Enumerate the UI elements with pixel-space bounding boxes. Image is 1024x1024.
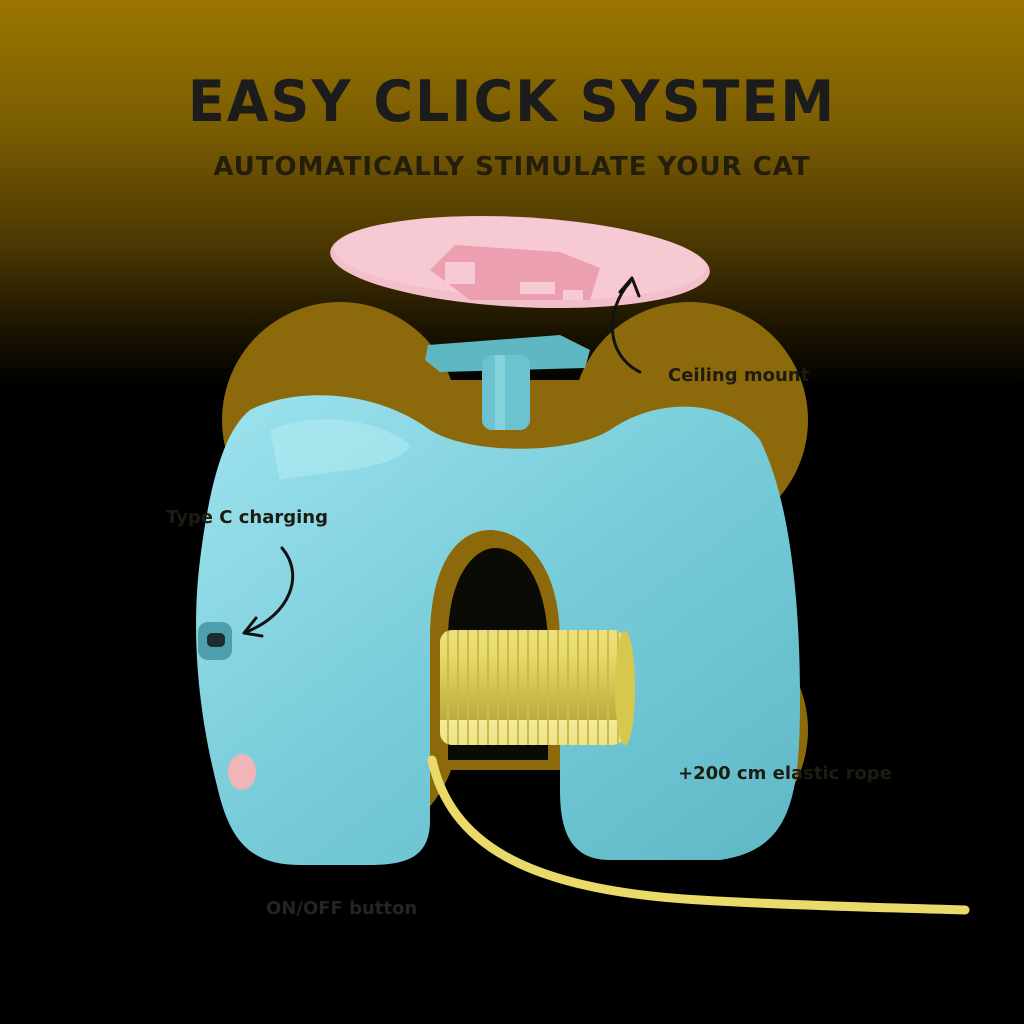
ceiling-mount-plate [330,215,710,309]
page-title: EASY CLICK SYSTEM [187,68,837,135]
mount-connector [425,335,590,430]
type-c-charging-label: Type C charging [166,507,328,528]
page-subtitle: AUTOMATICALLY STIMULATE YOUR CAT [213,152,811,182]
on-off-button-label: ON/OFF button [266,898,418,919]
usb-c-port-icon [198,622,232,660]
ceiling-mount-label: Ceiling mount [668,365,810,386]
on-off-button [228,754,256,790]
coiled-rope [440,630,635,745]
elastic-rope-label: +200 cm elastic rope [678,763,892,784]
elastic-rope [427,755,970,915]
charging-arrow-icon [242,546,295,638]
ceiling-arrow-icon [610,276,642,374]
